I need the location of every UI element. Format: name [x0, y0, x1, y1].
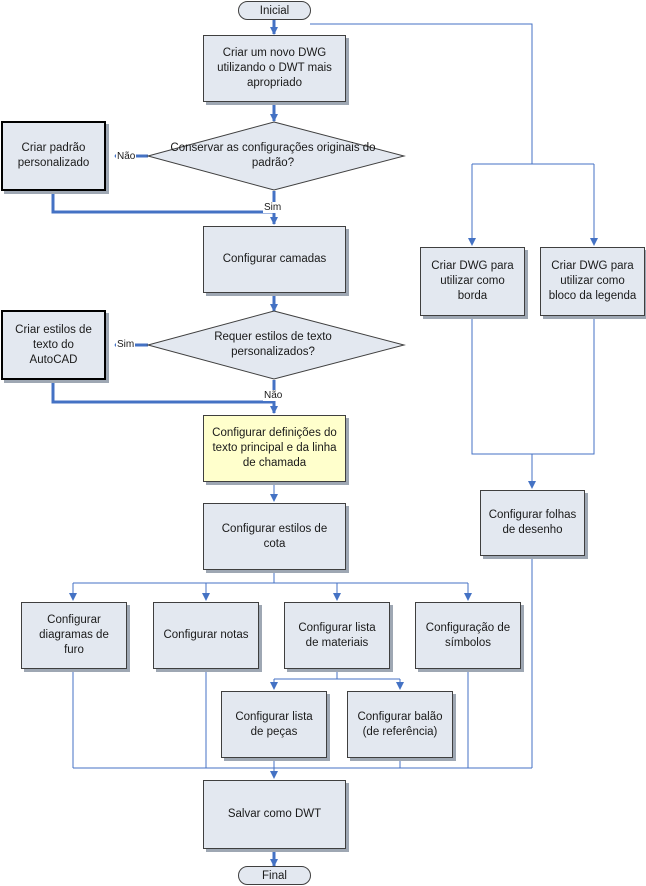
- parts-list-box: Configurar lista de peças: [221, 691, 327, 758]
- border-dwg-box: Criar DWG para utilizar como borda: [420, 247, 525, 316]
- start-terminal: Inicial: [238, 1, 311, 20]
- materials-list-box: Configurar lista de materiais: [284, 602, 390, 669]
- label-sim-2: Sim: [116, 339, 136, 350]
- label-sim-1: Sim: [263, 202, 283, 213]
- hole-diagrams-box: Configurar diagramas de furo: [21, 602, 127, 669]
- conn-estilos-merge: [51, 381, 274, 404]
- save-as-dwt-box: Salvar como DWT: [203, 780, 346, 849]
- end-terminal: Final: [238, 866, 311, 885]
- title-block-dwg-box: Criar DWG para utilizar como bloco da le…: [540, 247, 645, 316]
- dimension-styles-box: Configurar estilos de cota: [203, 503, 346, 570]
- notes-box: Configurar notas: [153, 602, 259, 669]
- conn-borda-merge: [471, 316, 595, 455]
- label-nao-2: Não: [263, 390, 284, 401]
- label-nao-1: Não: [116, 151, 137, 162]
- custom-standard-box: Criar padrão personalizado: [1, 121, 106, 191]
- drawing-sheets-box: Configurar folhas de desenho: [480, 490, 585, 556]
- decision-requer-shape: [146, 310, 406, 380]
- conn-inicial-right: [310, 23, 533, 164]
- configure-layers-box: Configurar camadas: [203, 226, 346, 293]
- decision-conservar-shape: [146, 121, 406, 191]
- autocad-text-styles-box: Criar estilos de texto do AutoCAD: [1, 310, 106, 380]
- symbols-box: Configuração de símbolos: [415, 602, 521, 669]
- create-dwg-box: Criar um novo DWG utilizando o DWT mais …: [203, 35, 346, 102]
- balloon-box: Configurar balão (de referência): [347, 691, 453, 758]
- text-settings-box: Configurar definições do texto principal…: [203, 415, 346, 482]
- conn-padrao-merge: [51, 193, 274, 214]
